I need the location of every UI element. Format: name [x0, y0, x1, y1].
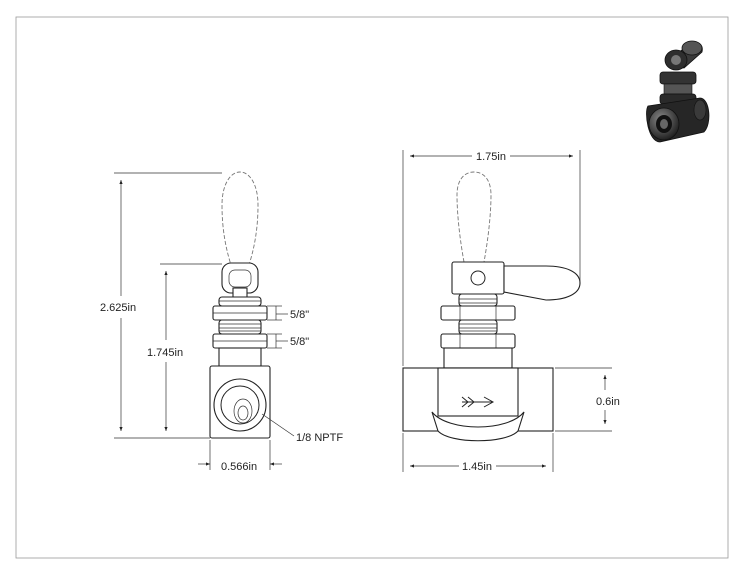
isometric-preview	[646, 40, 710, 143]
dim-overall-height: 2.625in	[100, 302, 136, 314]
dim-nut-top: 5/8"	[290, 309, 309, 321]
front-handle-phantom	[221, 171, 259, 269]
dim-overall-width: 1.75in	[476, 151, 506, 163]
front-dimensions: 2.625in 1.745in 5/8" 5/8" 1/8 NPTF 0.566…	[100, 172, 343, 473]
front-threads-upper	[218, 296, 262, 307]
side-bottom-crescent	[431, 411, 525, 442]
side-dimensions: 1.75in 1.45in 0.6in	[402, 150, 620, 473]
side-handle-lever	[503, 265, 581, 301]
dim-body-height: 0.6in	[596, 396, 620, 408]
front-port-outer	[213, 378, 267, 432]
front-threads-lower	[218, 319, 262, 335]
dim-stem-height: 1.745in	[147, 347, 183, 359]
side-view	[402, 171, 581, 442]
dim-body-width-front: 0.566in	[221, 461, 257, 473]
dim-nut-bottom: 5/8"	[290, 336, 309, 348]
side-handle-phantom	[456, 171, 492, 263]
side-upper-nut	[440, 305, 516, 321]
front-view	[209, 171, 271, 439]
dim-port-thread: 1/8 NPTF	[296, 432, 343, 444]
dim-body-length: 1.45in	[462, 461, 492, 473]
flow-direction-arrow-icon	[461, 396, 495, 408]
sheet-border	[15, 16, 729, 559]
side-lower-nut	[440, 333, 516, 349]
side-handle-hub	[451, 261, 505, 295]
